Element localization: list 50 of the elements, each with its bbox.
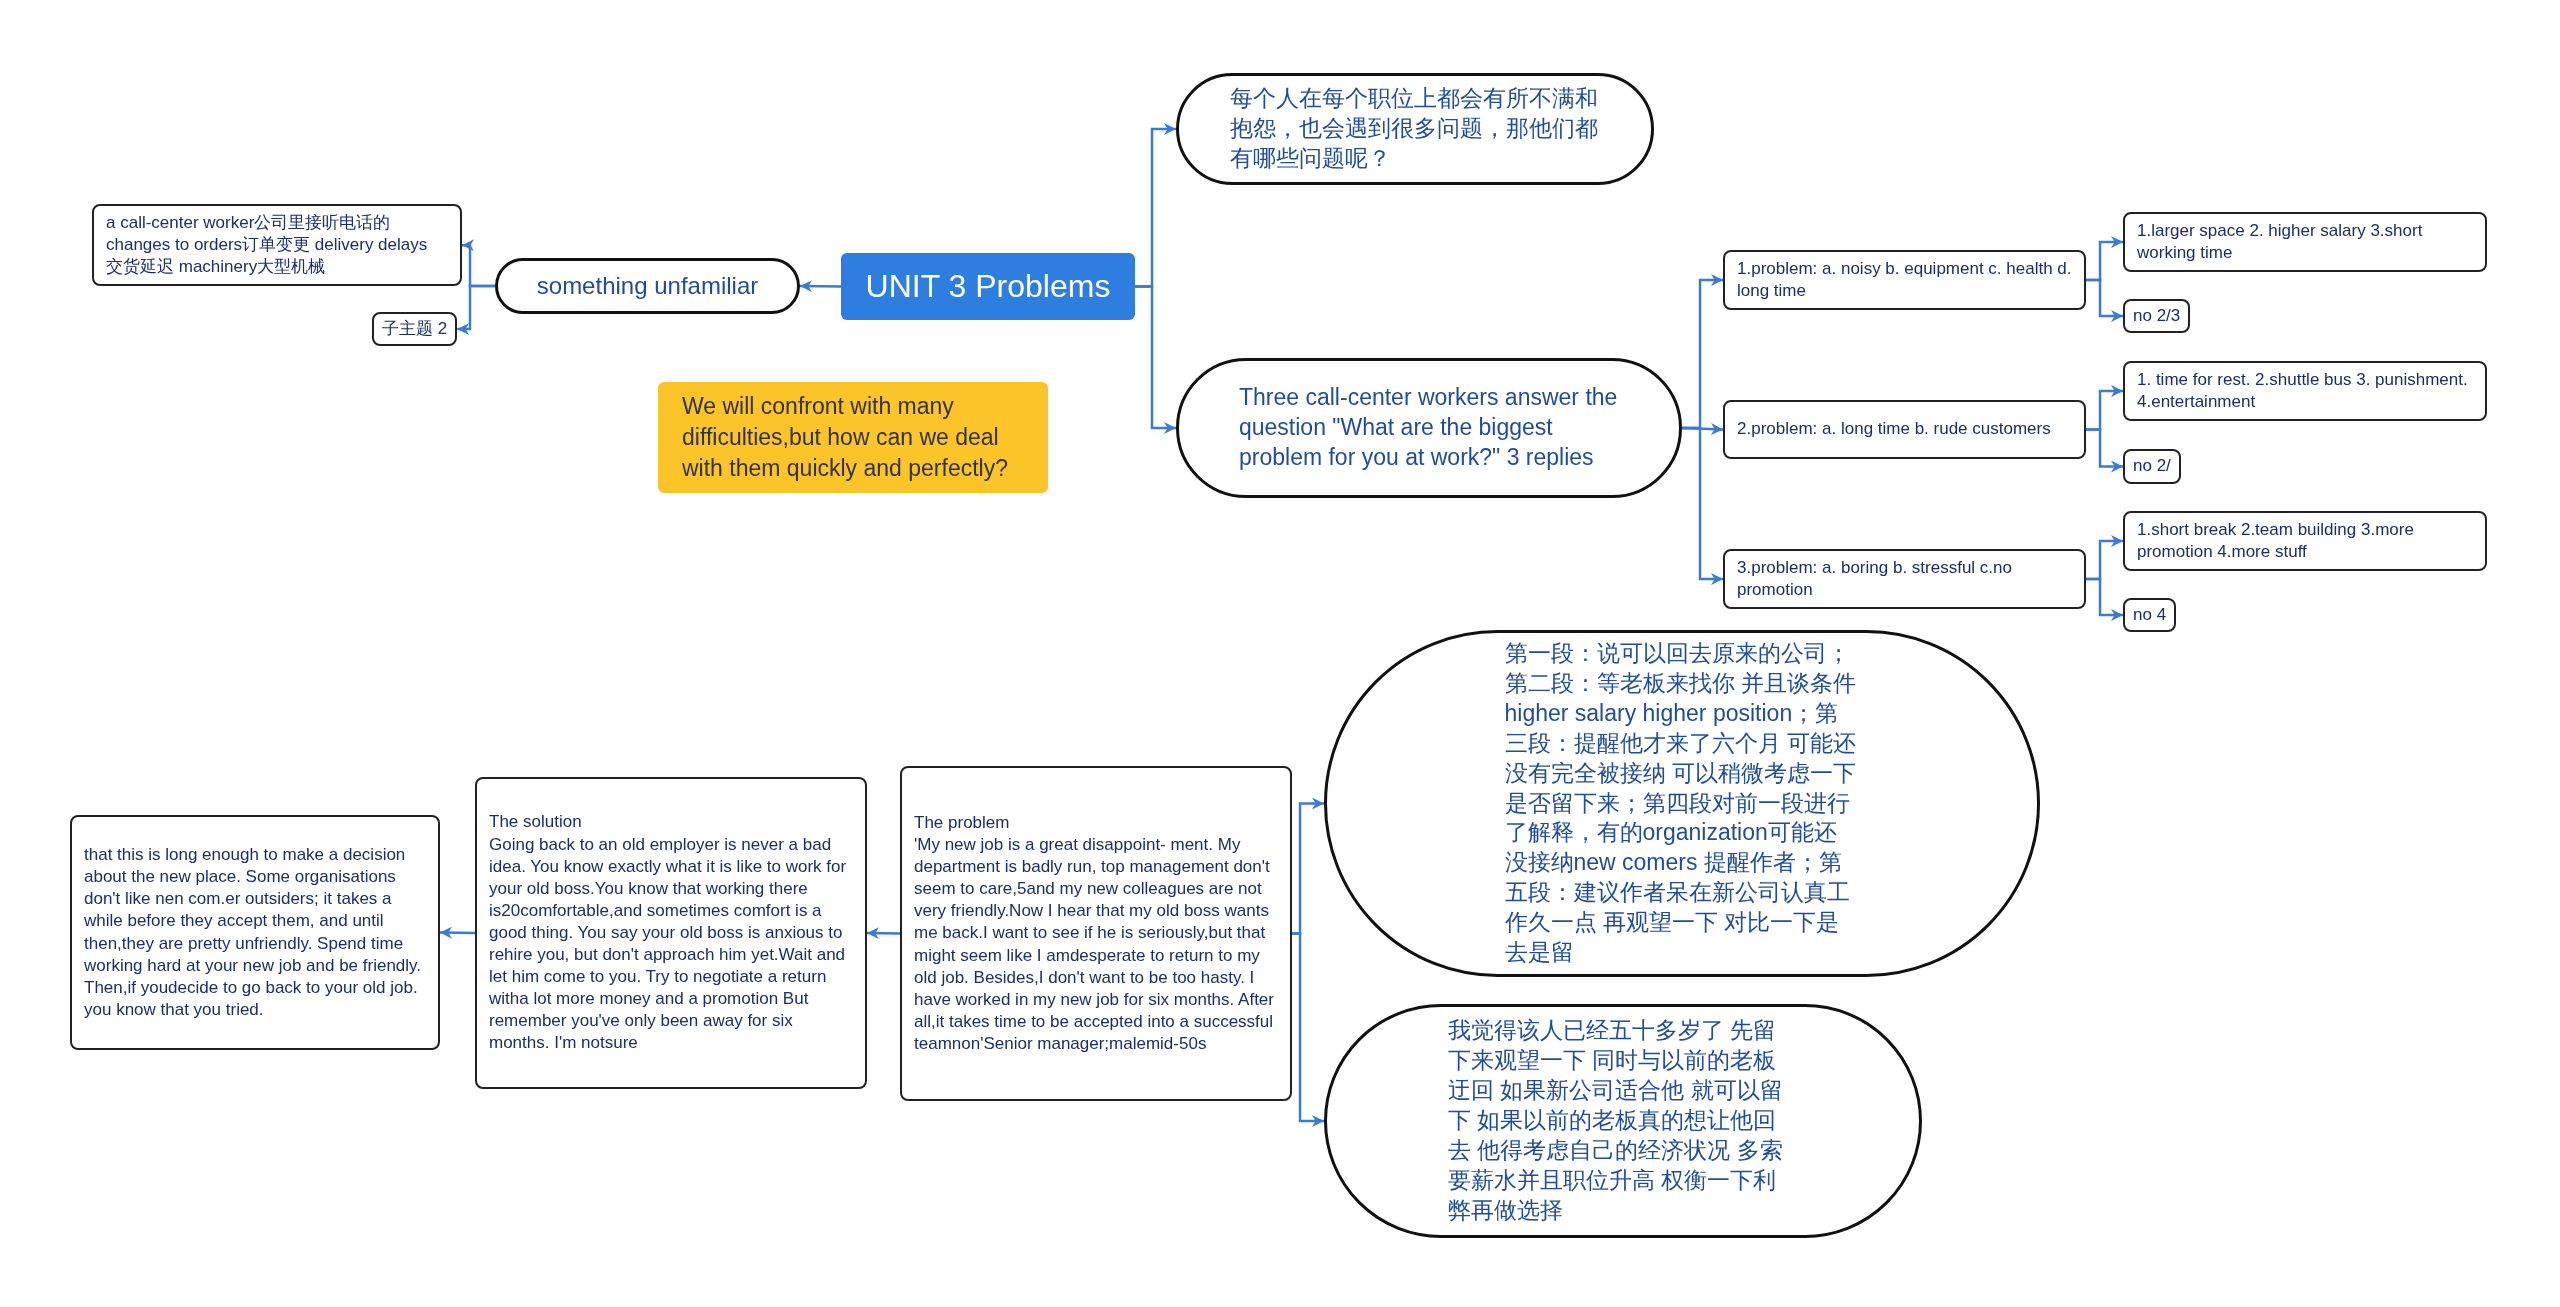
node-text: no 2/3: [2133, 305, 2181, 327]
central-topic: [841, 253, 1135, 320]
topic-box: [2123, 361, 2487, 422]
node-heading: The solution: [489, 811, 583, 834]
node-text: 3.problem: a. boring b. stressful c.no promotion: [1737, 557, 2013, 602]
topic-pill: [495, 258, 800, 314]
node-text: 1. time for rest. 2.shuttle bus 3. punishment. 4.entertainment: [2137, 369, 2469, 414]
connector-arrow: [867, 927, 900, 940]
topic-box: [1723, 400, 2086, 459]
node-text: 'My new job is a great disappoint- ment. My department is badly run, top management don't seem to care,5and my new colleagues are not very friendly.Now I hear that my old boss wants me back.I want to see if he is seriously,but that might seem like I amdesperate to return to my old job. Besides,I don't want to be too hasty. I have worked in my new job for six months. After all,it takes time to be accepted into a successful teamnon'Senior manager;malemid-50s: [914, 834, 1275, 1055]
node-text: Three call-center workers answer the question "What are the biggest problem for you at work?" 3 replies: [1239, 383, 1619, 472]
node-text: that this is long enough to make a decision about the new place. Some organisations don't like nen com.er outsiders; it takes a while before they accept them, and until then,they are pretty unfriendly. Spend time working hard at your new job and be friendly. Then,if youdecide to go back to your old job. you know that you tried.: [84, 844, 423, 1021]
topic-box: [2123, 598, 2177, 633]
topic-box: [2123, 299, 2191, 334]
connector-arrow: [2086, 577, 2123, 622]
node-text: no 4: [2133, 604, 2167, 626]
topic-box: [92, 204, 462, 287]
node-text: UNIT 3 Problems: [865, 268, 1111, 305]
node-heading: The problem: [914, 812, 1011, 834]
topic-box: [2123, 212, 2487, 273]
note-card: [658, 382, 1048, 493]
connector-arrow: [2086, 428, 2123, 473]
topic-box: [2123, 511, 2487, 572]
topic-box: [372, 312, 458, 347]
topic-box: [70, 815, 440, 1050]
node-text: 每个人在每个职位上都会有所不满和抱怨，也会遇到很多问题，那他们都有哪些问题呢？: [1230, 84, 1599, 173]
connector-arrow: [1135, 285, 1176, 434]
node-text: 子主题 2: [382, 318, 448, 340]
node-text: Going back to an old employer is never a bad idea. You know exactly what it is like to work for your old boss.You know that working there is20comfortable,and sometimes comfort is a good thing. You say your old boss is anxious to rehire you, but don't approach him yet.Wait and let him come to you. Try to negotiate a return witha lot more money and a promotion But remember you've only been away for six months. I'm notsure: [489, 833, 848, 1055]
node-text: a call-center worker公司里接听电话的 changes to orders订单变更 delivery delays 交货延迟 machinery大型机械: [106, 212, 429, 279]
connector-arrow: [457, 284, 495, 336]
topic-box: [1723, 250, 2086, 311]
node-text: something unfamiliar: [536, 271, 759, 302]
topic-box: [475, 777, 867, 1089]
node-text: 1.problem: a. noisy b. equipment c. health d. long time: [1737, 258, 2072, 303]
topic-box: [2123, 449, 2181, 484]
node-text: 我觉得该人已经五十多岁了 先留下来观望一下 同时与以前的老板迂回 如果新公司适合他 就可以留下 如果以前的老板真的想让他回去 他得考虑自己的经济状况 多索要薪水并且职位升高 权衡一下利弊再做选择: [1448, 1016, 1784, 1225]
connector-arrow: [440, 926, 475, 939]
connector-arrow: [1292, 932, 1324, 1127]
connector-arrow: [2086, 278, 2123, 323]
node-text: 1.larger space 2. higher salary 3.short working time: [2137, 220, 2424, 265]
node-text: 2.problem: a. long time b. rude customers: [1737, 418, 2052, 441]
node-text: 第一段：说可以回去原来的公司；第二段：等老板来找你 并且谈条件 higher salary higher position；第三段：提醒他才来了六个月 可能还没有完全被接纳 可以稍微考虑一下是否留下来；第四段对前一段进行了解释，有的organization可能还没接纳new comers 提醒作者；第五段：建议作者呆在新公司认真工作久一点 再观望一下 对比一下是去是留: [1504, 639, 1857, 967]
node-text: no 2/: [2133, 455, 2171, 478]
connector-arrow: [800, 280, 841, 293]
topic-box: [900, 766, 1292, 1101]
node-text: 1.short break 2.team building 3.more promotion 4.more stuff: [2137, 519, 2415, 564]
connector-arrow: [1682, 426, 1723, 586]
topic-box: [1723, 549, 2086, 610]
node-text: We will confront with many difficulties,but how can we deal with them quickly and perfectly?: [682, 391, 1009, 483]
